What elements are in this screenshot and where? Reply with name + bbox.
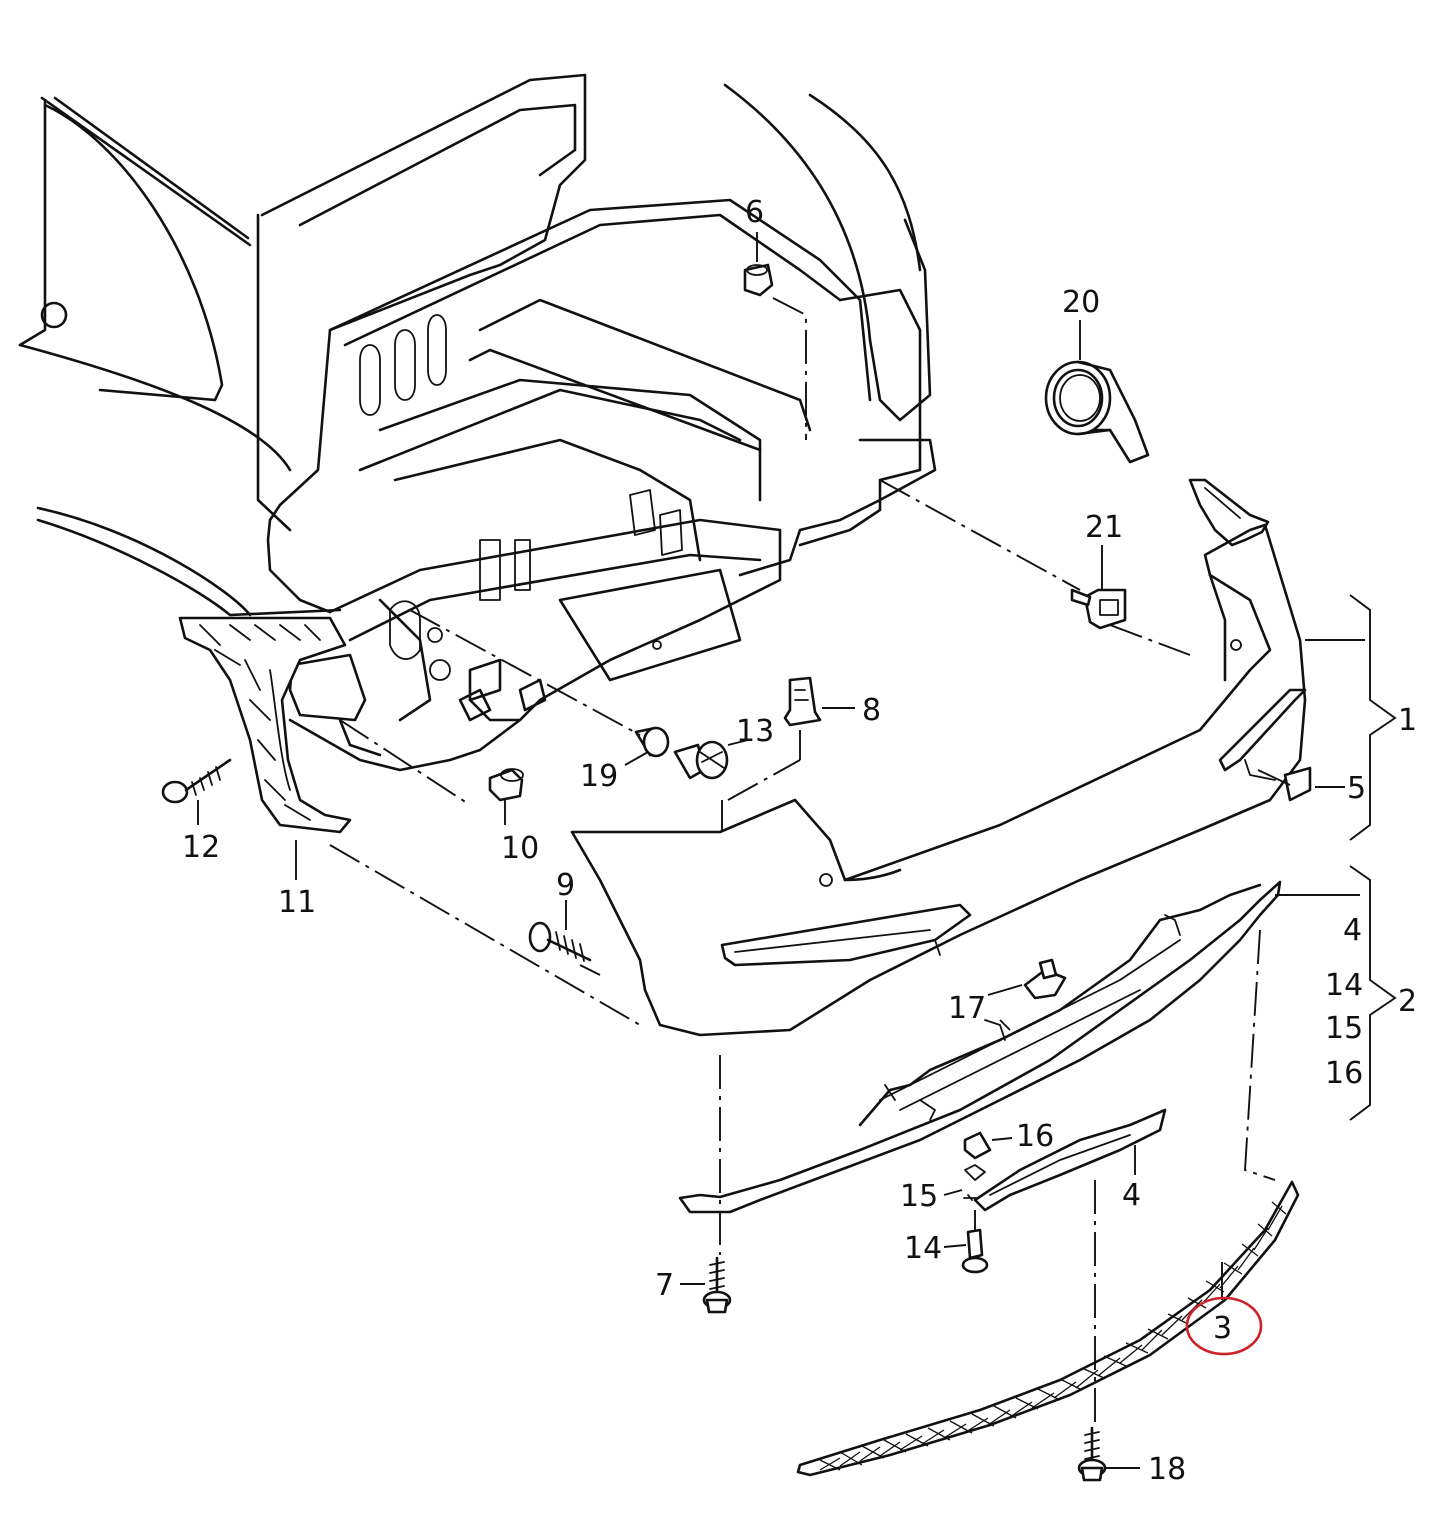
callout-10: 10 — [501, 831, 539, 866]
callout-16-upper: 16 — [1325, 1056, 1363, 1091]
part-11-side-bracket — [178, 616, 352, 834]
callout-7: 7 — [655, 1268, 674, 1303]
part-13-grommet — [673, 740, 729, 780]
part-14-screw — [961, 1228, 989, 1274]
callout-14-lower: 14 — [904, 1231, 942, 1266]
callout-12: 12 — [182, 830, 220, 865]
part-20-tape-roll — [1044, 360, 1150, 464]
callout-9: 9 — [556, 868, 575, 903]
callout-13: 13 — [736, 714, 774, 749]
part-9-bolt — [528, 921, 592, 962]
callout-21: 21 — [1085, 510, 1123, 545]
callout-4-lower: 4 — [1122, 1178, 1141, 1213]
part-19-grommet — [634, 726, 670, 758]
callout-6: 6 — [745, 195, 764, 230]
leader-lines — [197, 232, 1397, 1469]
part-17-clip-nut — [1023, 958, 1067, 1000]
part-1-bumper-cover — [570, 478, 1312, 1037]
callout-11: 11 — [278, 885, 316, 920]
part-12-screw — [161, 758, 232, 804]
callout-2: 2 — [1398, 984, 1417, 1019]
part-10-clip — [488, 768, 524, 802]
part-8-expanding-nut — [783, 676, 822, 727]
part-4-lower-trim — [973, 1108, 1167, 1212]
callout-1: 1 — [1398, 703, 1417, 738]
part-16-clip — [963, 1131, 992, 1160]
part-21-clip — [1070, 588, 1127, 630]
part-18-screw — [1077, 1426, 1107, 1482]
callout-labels: 6 20 21 1 5 8 13 19 10 12 11 9 4 14 2 15… — [182, 195, 1417, 1487]
callout-17: 17 — [948, 991, 986, 1026]
callout-14-upper: 14 — [1325, 968, 1363, 1003]
callout-15-lower: 15 — [900, 1179, 938, 1214]
callout-16-lower: 16 — [1016, 1119, 1054, 1154]
part-15-washer — [963, 1164, 986, 1201]
callout-4-upper: 4 — [1343, 913, 1362, 948]
part-6-nut — [743, 263, 774, 297]
part-7-screw — [702, 1256, 732, 1314]
callout-19: 19 — [580, 759, 618, 794]
assembly-lines — [329, 297, 1276, 1425]
callout-3: 3 — [1213, 1311, 1232, 1346]
callout-18: 18 — [1148, 1452, 1186, 1487]
callout-8: 8 — [862, 693, 881, 728]
callout-5: 5 — [1347, 771, 1366, 806]
callout-15-upper: 15 — [1325, 1011, 1363, 1046]
car-rear-body — [18, 73, 937, 772]
callout-3-highlight-ring — [1185, 1296, 1263, 1356]
callout-20: 20 — [1062, 285, 1100, 320]
